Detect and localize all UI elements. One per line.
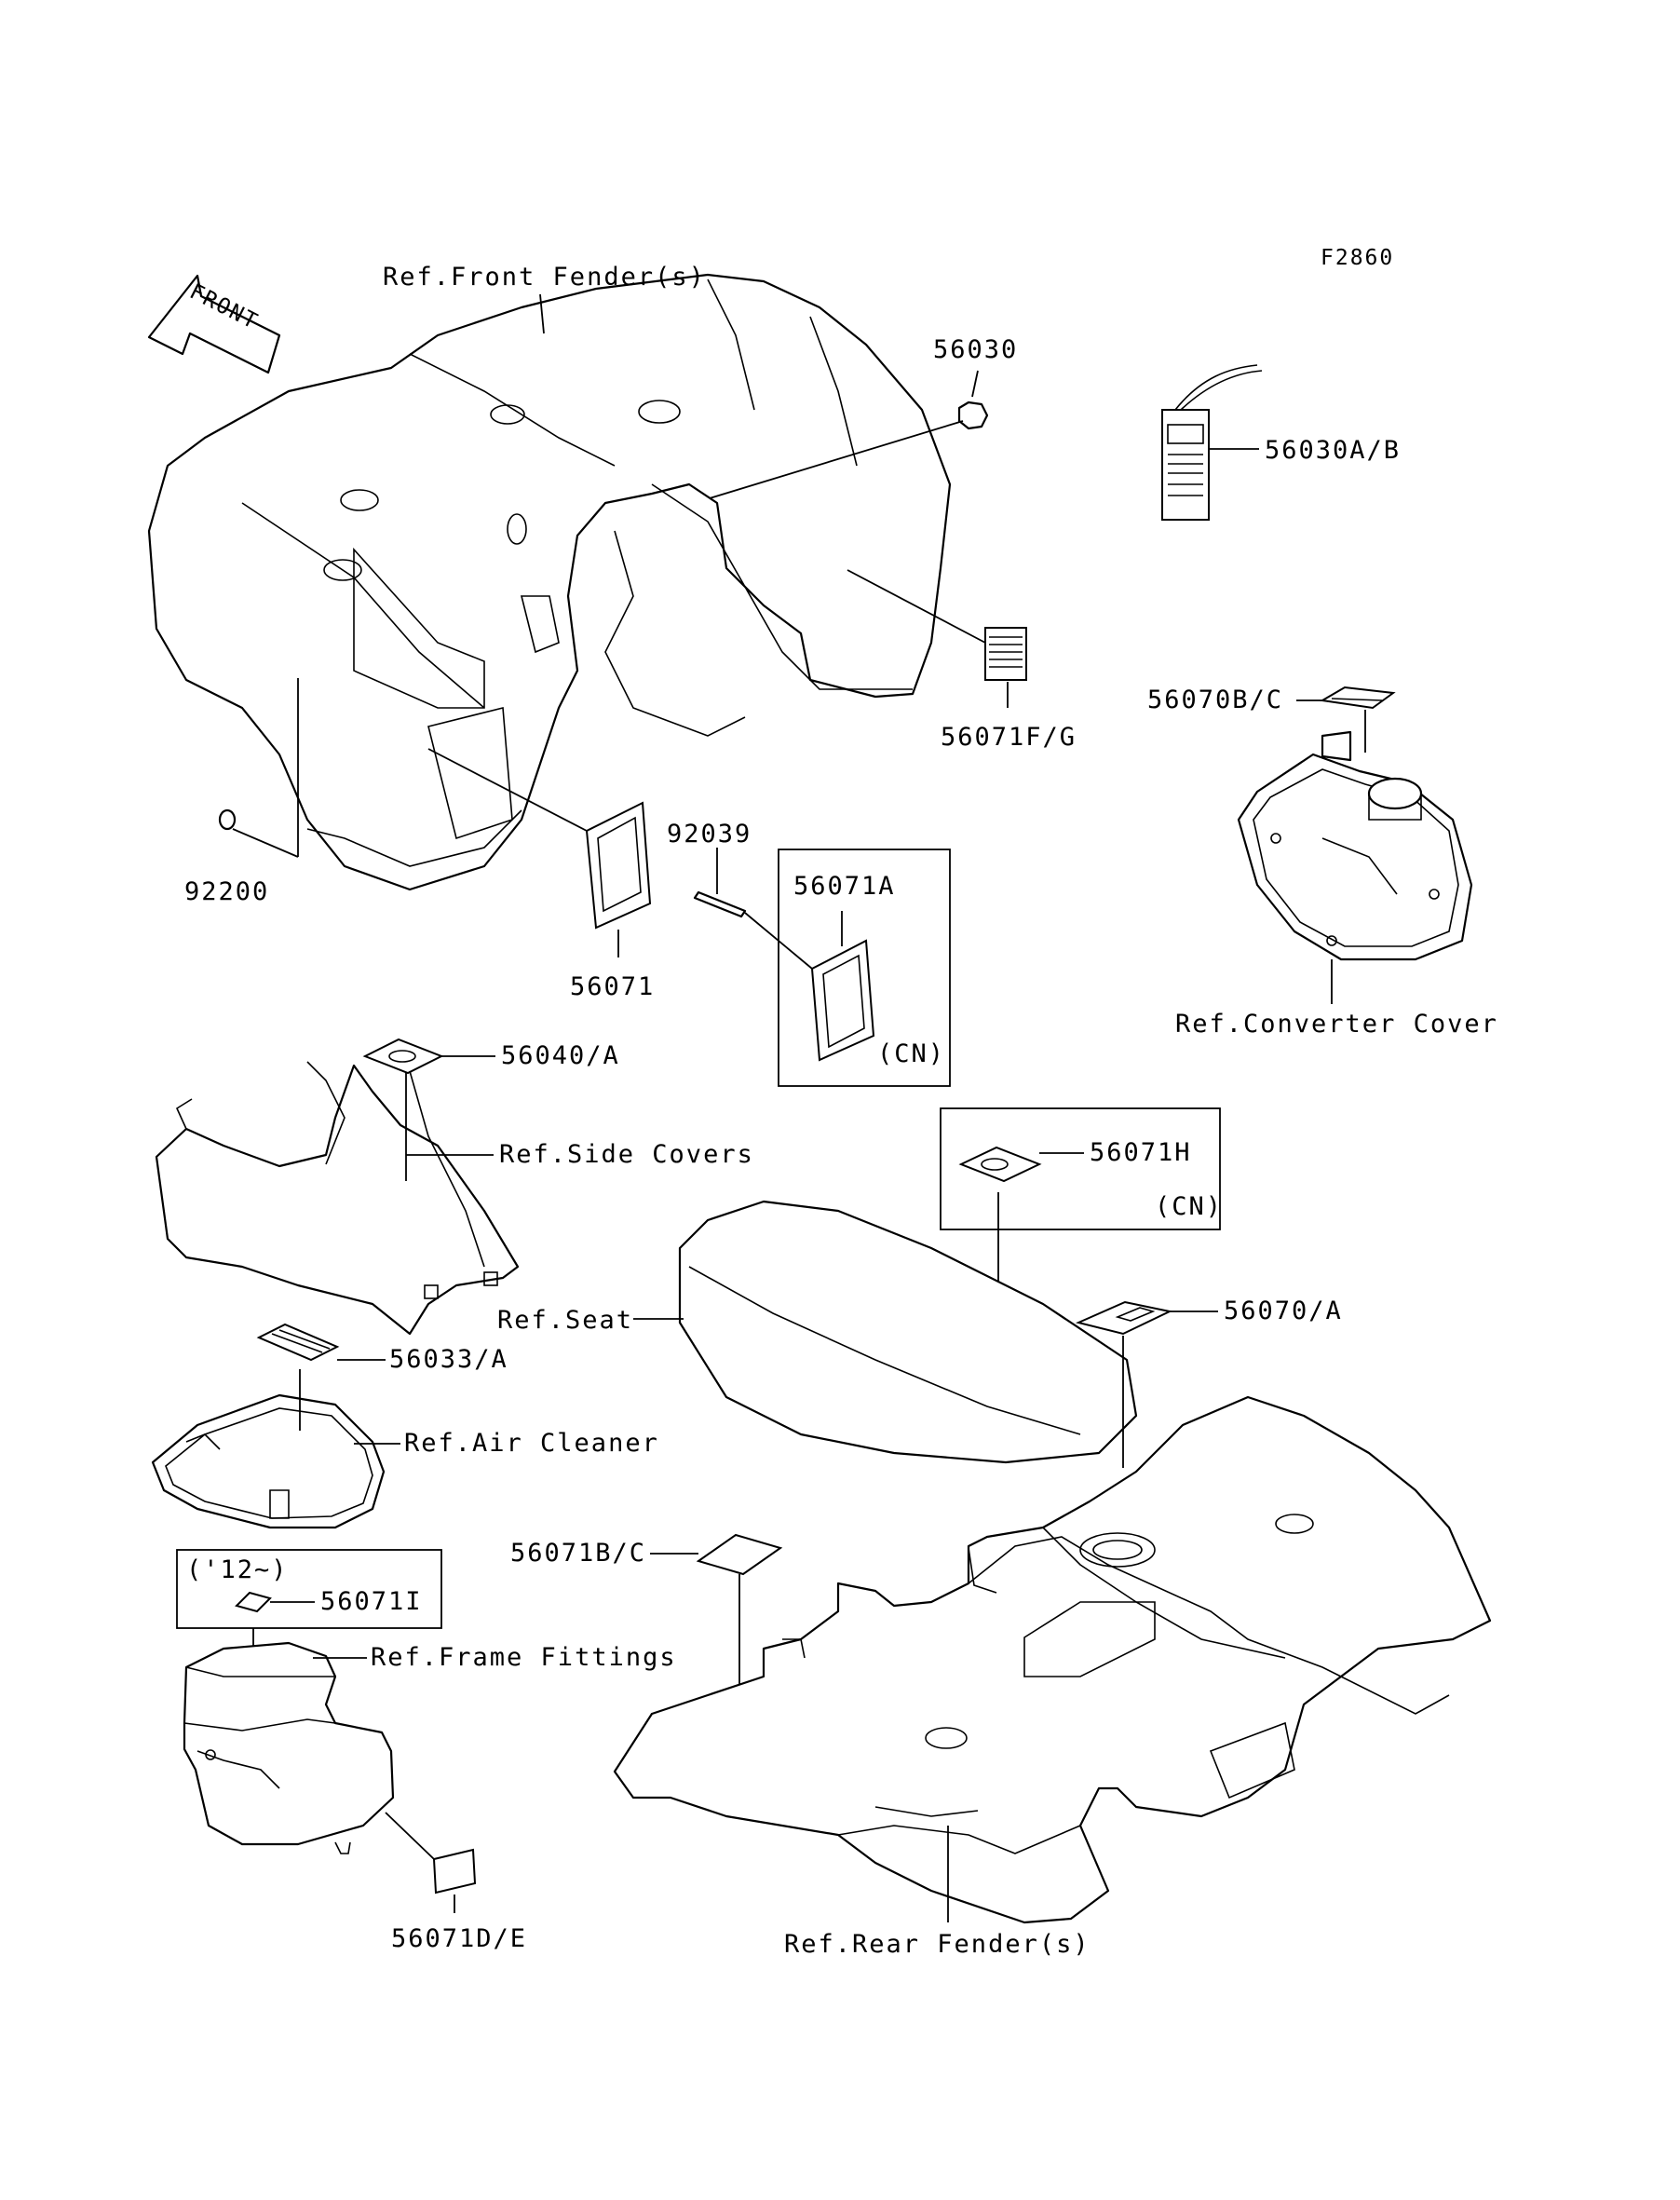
- label-56033a: [256, 1323, 340, 1362]
- callout-56071a: 56071A: [793, 872, 896, 901]
- seat-drawing: [678, 1200, 1138, 1464]
- label-56071h: [958, 1146, 1042, 1183]
- tag-56030ab: [1161, 364, 1263, 521]
- side-covers-drawing: [155, 1061, 520, 1336]
- callout-56070a: 56070/A: [1224, 1297, 1343, 1325]
- callout-56071h: 56071H: [1090, 1138, 1192, 1167]
- callout-56071i: 56071I: [320, 1587, 423, 1616]
- callout-seat: Ref.Seat: [497, 1306, 633, 1335]
- callout-56040a: 56040/A: [501, 1041, 620, 1070]
- callout-rear-fender: Ref.Rear Fender(s): [784, 1930, 1091, 1959]
- label-56070bc: [1320, 686, 1396, 710]
- label-56040a: [362, 1038, 444, 1075]
- grommet-92200: [218, 808, 237, 831]
- front-arrow-icon: FRONT: [147, 274, 281, 374]
- label-56071fg: [984, 627, 1027, 681]
- callout-front-fender: Ref.Front Fender(s): [383, 263, 706, 292]
- diagram-id: F2860: [1321, 246, 1394, 270]
- label-56071de: [432, 1848, 477, 1894]
- converter-cover-drawing: [1237, 730, 1473, 961]
- callout-air-cleaner: Ref.Air Cleaner: [404, 1429, 659, 1458]
- rear-fender-drawing: [613, 1395, 1492, 1924]
- callout-92200: 92200: [184, 877, 269, 906]
- front-fender-drawing: [147, 273, 952, 891]
- callout-56071: 56071: [570, 972, 655, 1001]
- callout-year-12: ('12~): [186, 1555, 289, 1584]
- callout-56030: 56030: [933, 335, 1018, 364]
- group-box-12: [176, 1549, 442, 1629]
- callout-cn-1: (CN): [877, 1039, 945, 1068]
- frame-fittings-drawing: [183, 1641, 395, 1854]
- callout-frame-fittings: Ref.Frame Fittings: [371, 1643, 677, 1672]
- label-56070a: [1075, 1300, 1173, 1336]
- air-cleaner-drawing: [151, 1393, 386, 1529]
- group-box-56071a: [778, 849, 951, 1087]
- callout-56071bc: 56071B/C: [510, 1539, 646, 1568]
- callout-cn-2: (CN): [1155, 1192, 1223, 1221]
- pin-92039: [693, 890, 747, 918]
- callout-56033a: 56033/A: [389, 1345, 508, 1374]
- label-56071a: [810, 939, 875, 1062]
- callout-56071de: 56071D/E: [391, 1924, 527, 1953]
- grommet-56030: [957, 401, 989, 430]
- callout-92039: 92039: [667, 820, 752, 849]
- label-56071: [585, 801, 652, 930]
- group-box-56071h: [940, 1107, 1221, 1230]
- callout-56030ab: 56030A/B: [1265, 436, 1401, 465]
- callout-converter-cover: Ref.Converter Cover: [1175, 1010, 1498, 1039]
- label-56071i: [235, 1591, 272, 1613]
- label-56071bc: [696, 1533, 783, 1576]
- callout-56070bc: 56070B/C: [1147, 686, 1283, 714]
- callout-56071fg: 56071F/G: [941, 723, 1077, 752]
- callout-side-covers: Ref.Side Covers: [499, 1140, 754, 1169]
